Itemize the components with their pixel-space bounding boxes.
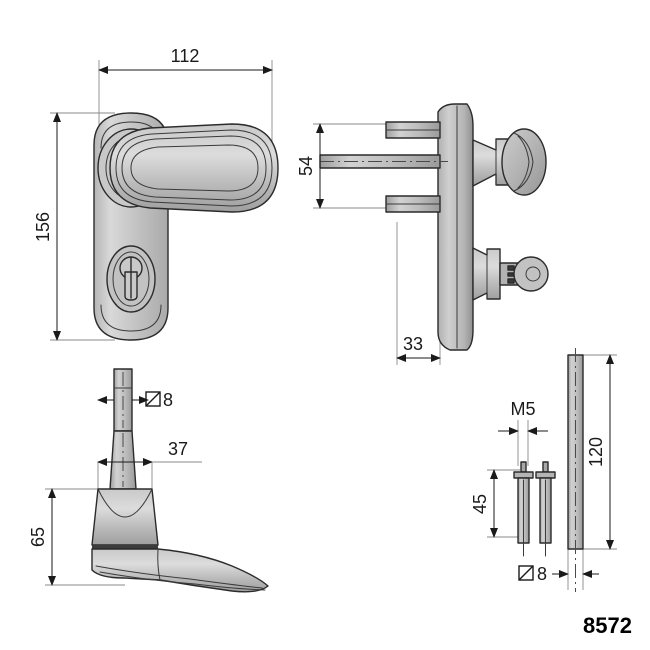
front-lever-contour-1 (115, 129, 273, 207)
dimension-label-54: 54 (296, 156, 316, 176)
part-number-label: 8572 (583, 613, 632, 638)
dimension-label-33: 33 (403, 334, 423, 354)
side-lever-head-contour-1 (513, 132, 534, 192)
dimension-label-8-bar: 8 (537, 564, 547, 584)
side-lever-head (501, 128, 547, 196)
square-section-symbol-bar (518, 565, 534, 581)
dimension-label-65: 65 (28, 527, 48, 547)
front-lever-contour-2 (121, 135, 267, 201)
dimension-label-8-spindle: 8 (163, 390, 173, 410)
profile-lever-junction (157, 548, 161, 581)
front-backplate-bottom-seam (100, 304, 162, 332)
dimension-label-45: 45 (470, 494, 490, 514)
handle-profile-view: 8 37 65 (28, 368, 269, 593)
screw-2-tip-drive (542, 461, 549, 473)
fixing-screw-2 (535, 461, 556, 557)
side-key-teeth (507, 265, 515, 284)
front-lever-groove-top (130, 144, 259, 169)
dimension-label-156: 156 (33, 212, 53, 242)
screw-1-head (513, 471, 534, 479)
side-section-view: 54 33 (296, 103, 549, 365)
fixing-screw-1 (513, 461, 534, 557)
screw-2-head (535, 471, 556, 479)
side-key-bow (513, 256, 549, 292)
front-elevation-view: 112 156 (33, 46, 279, 341)
profile-lever-contour-2 (99, 571, 266, 591)
square-symbol-box-bar (518, 565, 534, 581)
side-key-bow-hole (525, 266, 541, 282)
profile-lever-contour-1 (95, 565, 263, 589)
square-symbol-slash-bar (518, 565, 534, 581)
front-cylinder-escutcheon-inner (112, 251, 150, 307)
screw-1-tip-drive (520, 461, 527, 473)
front-lever-outer (109, 123, 279, 213)
hardware-parts-view: M5 45 120 8 (470, 348, 617, 592)
profile-rose-dome-curve (97, 488, 153, 518)
side-backplate (437, 103, 474, 351)
side-lever-head-contour-2 (517, 135, 530, 189)
profile-seam-band (92, 545, 158, 549)
dimension-label-120: 120 (586, 437, 606, 467)
dimension-label-m5: M5 (510, 399, 535, 419)
front-lever-groove-bottom (130, 167, 259, 192)
profile-lever-arm (91, 548, 269, 593)
dimension-label-112: 112 (171, 46, 200, 66)
square-spindle-bar (567, 348, 584, 592)
dimension-label-37: 37 (168, 439, 188, 459)
